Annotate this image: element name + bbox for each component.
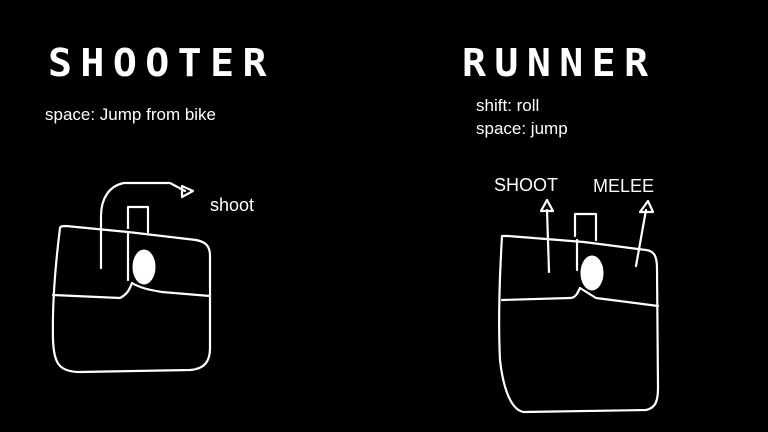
runner-control-roll: shift: roll xyxy=(476,96,540,115)
runner-mouse-icon xyxy=(498,198,660,414)
shooter-mouse-icon xyxy=(51,181,212,374)
runner-control-jump: space: jump xyxy=(476,119,568,138)
shooter-panel: SHOOTER space: Jump from bike shoot xyxy=(45,41,275,374)
mouse-body xyxy=(498,234,660,414)
mouse-cable xyxy=(126,205,150,234)
scroll-wheel-icon xyxy=(132,249,156,285)
runner-panel: RUNNER shift: roll space: jump SHOOT MEL… xyxy=(384,0,768,432)
shooter-title: SHOOTER xyxy=(48,41,275,85)
arrow-icon xyxy=(545,208,551,274)
arrow-head-icon xyxy=(180,184,195,199)
runner-action-melee: MELEE xyxy=(593,176,655,196)
mouse-button-divider xyxy=(51,281,212,300)
mouse-body xyxy=(51,224,212,374)
scroll-wheel-icon xyxy=(580,255,604,291)
arrow-head-icon xyxy=(539,198,555,213)
runner-title: RUNNER xyxy=(462,41,657,85)
shooter-action-shoot: shoot xyxy=(210,195,255,215)
mouse-button-divider xyxy=(500,286,660,308)
arrow-icon xyxy=(99,181,187,270)
arrow-icon xyxy=(634,208,648,268)
arrow-head-icon xyxy=(638,199,655,214)
mouse-cable xyxy=(573,212,598,242)
shooter-control-jump: space: Jump from bike xyxy=(45,105,217,124)
runner-action-shoot: SHOOT xyxy=(494,175,559,195)
